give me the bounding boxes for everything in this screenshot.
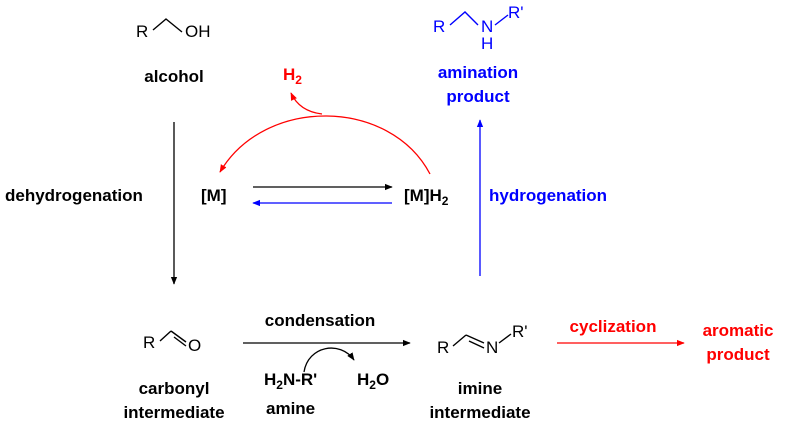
condensation-label: condensation — [265, 311, 376, 330]
amination-rprime-atom: R' — [508, 3, 524, 22]
amination-n-atom: N — [481, 17, 493, 36]
imine-n-atom: N — [486, 338, 498, 357]
catalyst-dehydrogenation-arc — [219, 115, 431, 175]
amine-water-curved-arrow — [303, 347, 355, 373]
amination-label-line1: amination — [438, 63, 518, 82]
imine-r-atom: R — [437, 338, 449, 357]
alcohol-structure: R OH — [136, 18, 211, 41]
alcohol-oh-atom: OH — [185, 22, 211, 41]
carbonyl-o-atom: O — [188, 336, 201, 355]
amination-h-atom: H — [481, 34, 493, 53]
imine-r-c-bond — [452, 334, 467, 347]
carbonyl-label-line2: intermediate — [123, 403, 224, 422]
carbonyl-label-line1: carbonyl — [139, 379, 210, 398]
imine-label-line1: imine — [458, 379, 502, 398]
carbonyl-r-c-bond — [159, 330, 172, 342]
carbonyl-co-bond-2 — [173, 336, 187, 347]
aromatic-label-line1: aromatic — [703, 321, 774, 340]
imine-label-line2: intermediate — [429, 403, 530, 422]
imine-n-r-bond — [498, 333, 512, 344]
cyclization-label: cyclization — [570, 317, 657, 336]
amination-product-structure: R N H R' — [433, 3, 524, 53]
amination-bonds — [449, 11, 479, 26]
carbonyl-r-atom: R — [143, 333, 155, 352]
alcohol-bonds — [152, 18, 183, 33]
alcohol-label: alcohol — [144, 67, 204, 86]
h2-release-label: H2 — [283, 65, 302, 87]
catalyst-hydride-label: [M]H2 — [404, 186, 449, 208]
imine-cn-bond-1 — [465, 334, 485, 344]
catalyst-label: [M] — [201, 186, 226, 205]
imine-cn-bond-2 — [468, 340, 485, 349]
amine-formula: H2N-R' — [264, 370, 317, 392]
water-formula: H2O — [357, 370, 389, 392]
h2-release-arrow — [290, 92, 323, 115]
aromatic-label-line2: product — [706, 345, 770, 364]
amination-n-r-bond — [494, 14, 509, 26]
dehydrogenation-label: dehydrogenation — [5, 186, 143, 205]
carbonyl-structure: R O — [143, 330, 201, 355]
alcohol-r-atom: R — [136, 22, 148, 41]
imine-structure: R N R' — [437, 322, 528, 357]
carbonyl-co-bond-1 — [170, 330, 187, 343]
amine-label: amine — [266, 399, 315, 418]
imine-rprime-atom: R' — [512, 322, 528, 341]
amination-label-line2: product — [446, 87, 510, 106]
amination-r-atom: R — [433, 17, 445, 36]
hydrogenation-label: hydrogenation — [489, 186, 607, 205]
